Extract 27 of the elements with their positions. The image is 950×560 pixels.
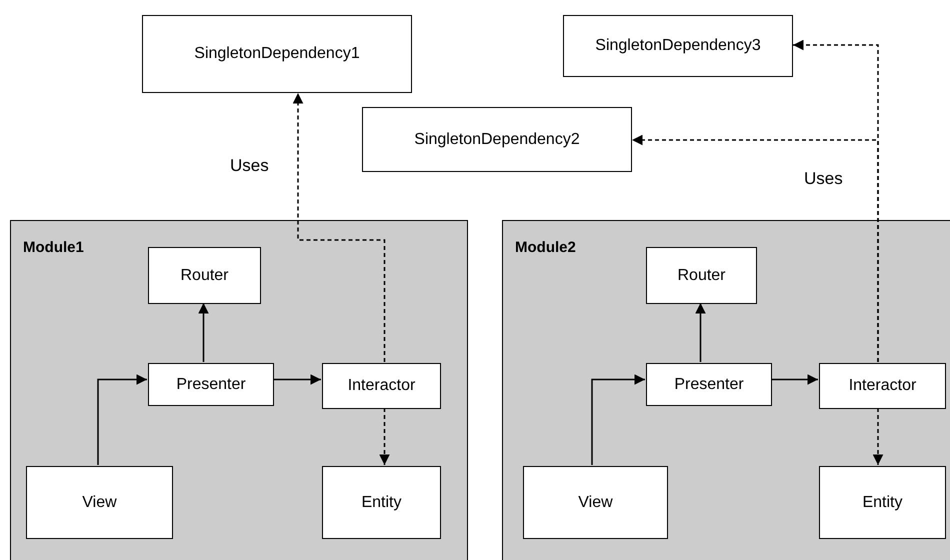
component-box: Interactor <box>322 363 441 409</box>
arrow <box>591 374 645 465</box>
component-box: Router <box>148 247 261 304</box>
component-box: Entity <box>819 466 946 539</box>
component-box: Entity <box>322 466 441 539</box>
component-box: SingletonDependency2 <box>362 107 632 172</box>
arrow <box>97 374 147 465</box>
module-panel <box>10 220 468 560</box>
arrow <box>695 303 706 362</box>
arrow <box>632 134 879 362</box>
component-box: SingletonDependency3 <box>563 15 793 77</box>
component-box: View <box>523 466 668 539</box>
arrow <box>198 303 209 362</box>
component-box: Router <box>646 247 757 304</box>
arrow <box>292 93 386 362</box>
arrow <box>771 374 818 385</box>
arrow <box>273 374 321 385</box>
module-panel <box>502 220 950 560</box>
component-box: View <box>26 466 173 539</box>
component-box: Interactor <box>819 363 946 409</box>
arrow <box>379 408 390 465</box>
component-box: SingletonDependency1 <box>142 15 412 93</box>
arrow <box>872 408 884 465</box>
component-box: Presenter <box>646 363 772 406</box>
module-title: Module1 <box>23 239 84 256</box>
component-box: Presenter <box>148 363 274 406</box>
module-title: Module2 <box>515 239 576 256</box>
